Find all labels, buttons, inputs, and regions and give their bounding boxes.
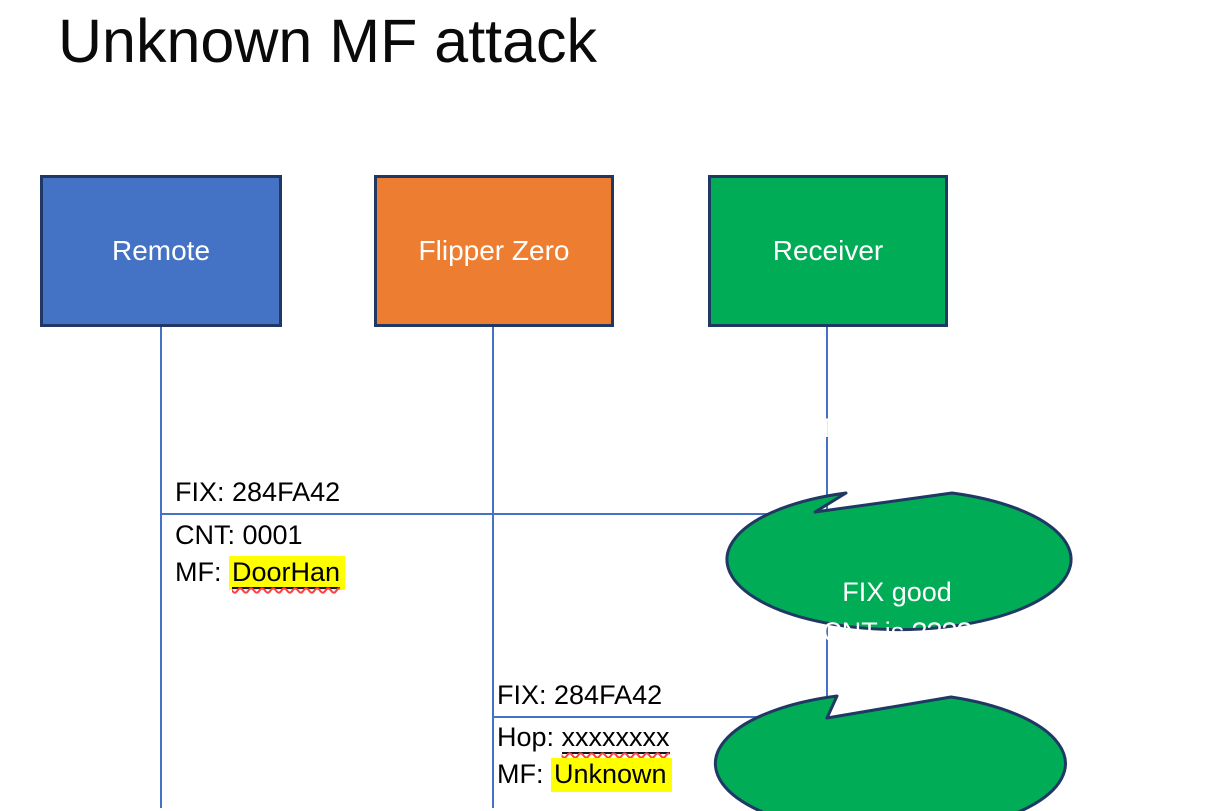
message-line: CNT: 0001	[175, 520, 303, 551]
message-line-prefix: Hop:	[497, 722, 562, 752]
bubble-line: FIX good	[844, 373, 954, 403]
actor-box-remote: Remote	[40, 175, 282, 327]
speech-bubble-2	[713, 694, 1067, 811]
highlighted-value: Unknown	[551, 758, 672, 792]
speech-bubble-1-text: FIX good CNT 0001 good “Opened”	[727, 368, 1071, 488]
message-line-prefix: FIX:	[175, 477, 233, 507]
message-line-value: xxxxxxxx	[561, 722, 670, 754]
bubble-line: FIX good	[842, 577, 952, 607]
message-line: MF: DoorHan	[175, 556, 346, 590]
message-arrow-1	[161, 513, 809, 515]
message-arrow-2	[493, 716, 809, 718]
message-line-value: Unknown	[554, 759, 667, 789]
message-line-prefix: MF:	[175, 557, 229, 587]
actor-label-remote: Remote	[111, 235, 211, 266]
actor-label-flipper-zero: Flipper Zero	[418, 235, 570, 266]
message-line-prefix: FIX:	[497, 680, 555, 710]
lifeline-remote	[160, 327, 162, 808]
message-line-value: DoorHan	[232, 557, 341, 589]
lifeline-flipper-zero	[492, 327, 494, 808]
bubble-line: CNT 0001 good	[803, 413, 995, 443]
page-title: Unknown MF attack	[58, 7, 598, 75]
bubble-line: “Opened”	[839, 657, 955, 687]
message-line-prefix: MF:	[497, 759, 551, 789]
message-line-value: 284FA42	[232, 477, 341, 507]
speech-bubble-1	[725, 491, 1073, 632]
actor-box-flipper-zero: Flipper Zero	[374, 175, 614, 327]
message-line-prefix: CNT:	[175, 520, 243, 550]
message-line: FIX: 284FA42	[497, 680, 662, 711]
bubble-line: CNT is ????	[822, 617, 972, 647]
message-line: FIX: 284FA42	[175, 477, 340, 508]
message-line: MF: Unknown	[497, 758, 672, 792]
bubble-line: “Opened”	[841, 453, 957, 483]
highlighted-value: DoorHan	[229, 556, 346, 590]
message-line-value: 284FA42	[554, 680, 663, 710]
actor-label-receiver: Receiver	[772, 235, 884, 266]
actor-box-receiver: Receiver	[708, 175, 948, 327]
speech-bubble-2-text: FIX good CNT is ???? “Opened”	[722, 572, 1072, 692]
message-line: Hop: xxxxxxxx	[497, 722, 670, 754]
message-line-value: 0001	[242, 520, 303, 550]
